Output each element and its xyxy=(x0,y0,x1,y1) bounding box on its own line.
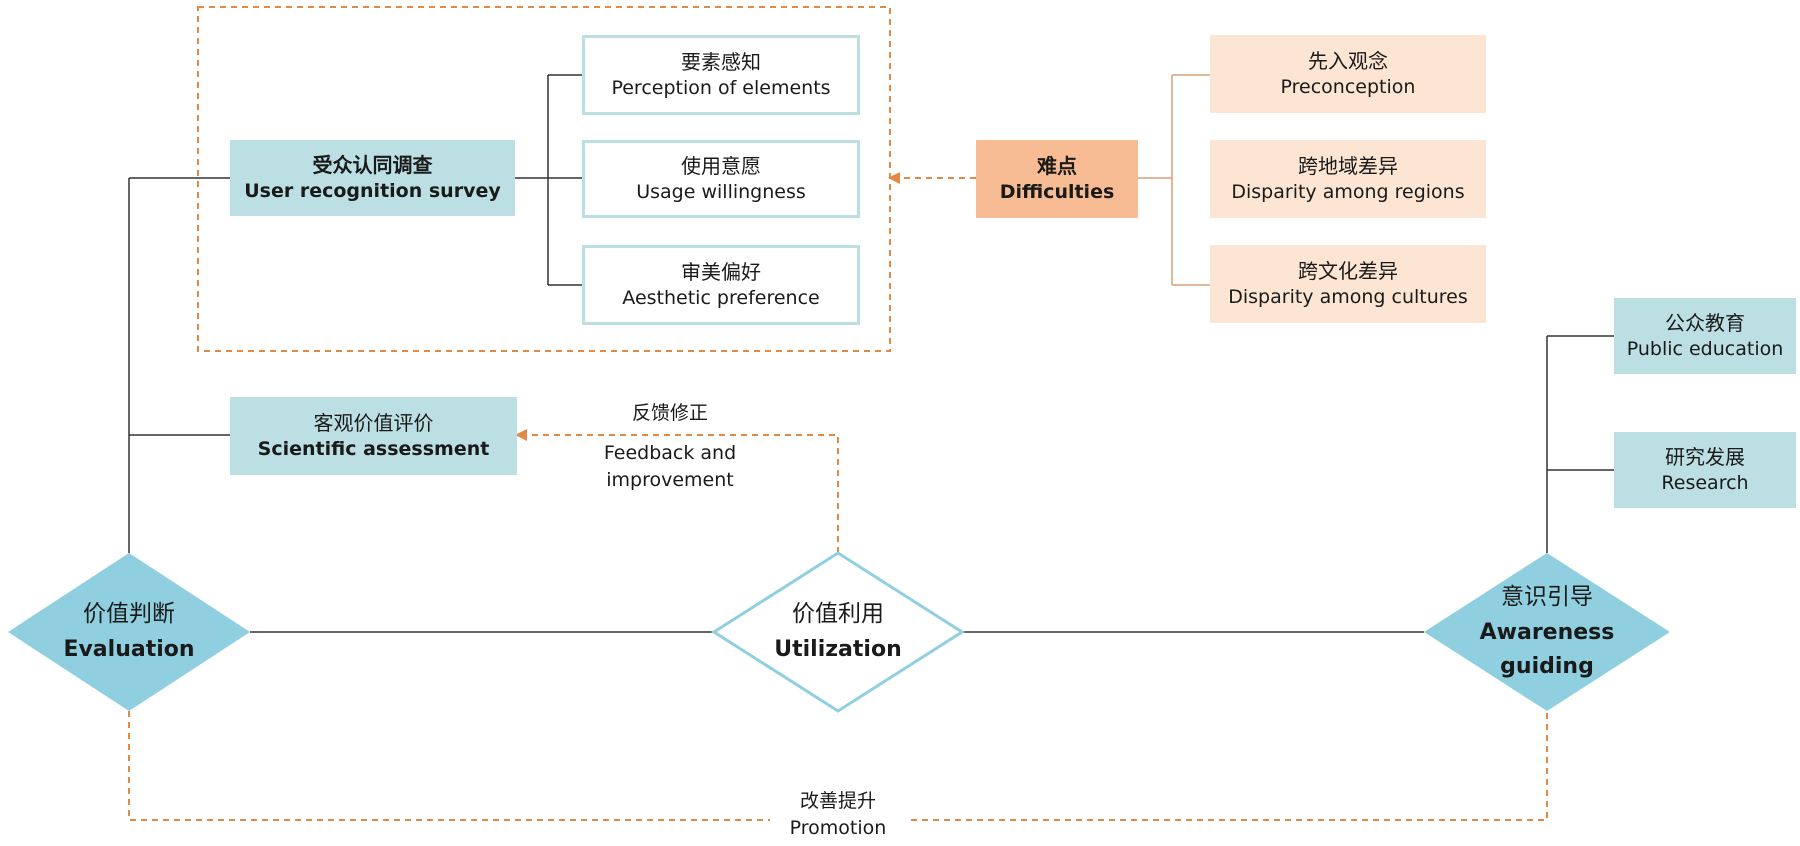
difficulties-title-en: Difficulties xyxy=(999,180,1115,203)
difficulty-item-en: Disparity among cultures xyxy=(1228,285,1468,308)
utilization-zh: 价值利用 xyxy=(792,601,884,628)
survey-item-en: Aesthetic preference xyxy=(622,286,820,309)
awareness-label: 意识引导 Awareness guiding xyxy=(1457,578,1637,686)
survey-item-zh: 要素感知 xyxy=(681,49,761,74)
survey-item-perception: 要素感知 Perception of elements xyxy=(582,35,860,115)
awareness-diamond xyxy=(1424,553,1670,711)
utilization-label: 价值利用 Utilization xyxy=(748,590,928,674)
difficulty-item-cultures: 跨文化差异 Disparity among cultures xyxy=(1210,245,1486,323)
arrow-feedback xyxy=(515,429,839,553)
survey-title-zh: 受众认同调查 xyxy=(312,152,433,177)
utilization-diamond xyxy=(711,551,965,713)
difficulty-item-regions: 跨地域差异 Disparity among regions xyxy=(1210,140,1486,218)
awareness-item-zh: 研究发展 xyxy=(1665,444,1745,469)
survey-item-en: Usage willingness xyxy=(636,180,806,203)
difficulty-item-en: Disparity among regions xyxy=(1231,180,1465,203)
awareness-en-line1: Awareness xyxy=(1479,619,1615,645)
difficulty-item-zh: 跨文化差异 xyxy=(1298,258,1398,283)
difficulty-item-zh: 先入观念 xyxy=(1308,48,1388,73)
difficulties-title-zh: 难点 xyxy=(1037,153,1077,178)
feedback-label-en-line1: Feedback and xyxy=(603,442,737,464)
promotion-zh: 改善提升 xyxy=(799,790,876,812)
difficulty-item-preconception: 先入观念 Preconception xyxy=(1210,35,1486,113)
evaluation-label: 价值判断 Evaluation xyxy=(40,590,218,674)
awareness-item-zh: 公众教育 xyxy=(1665,310,1745,335)
survey-item-willingness: 使用意愿 Usage willingness xyxy=(582,140,860,218)
survey-item-zh: 使用意愿 xyxy=(681,153,761,178)
survey-item-en: Perception of elements xyxy=(611,76,831,99)
awareness-item-en: Research xyxy=(1661,471,1749,494)
awareness-en-line2: guiding xyxy=(1500,653,1594,679)
evaluation-zh: 价值判断 xyxy=(83,601,175,628)
promotion-label: 改善提升 Promotion xyxy=(770,788,906,842)
awareness-item-public-education: 公众教育 Public education xyxy=(1614,298,1796,374)
feedback-label-zh-wrap: 反馈修正 xyxy=(585,400,755,427)
assessment-zh: 客观价值评价 xyxy=(313,410,434,435)
survey-box: 受众认同调查 User recognition survey xyxy=(230,140,515,216)
survey-item-zh: 审美偏好 xyxy=(681,259,761,284)
feedback-label-zh: 反馈修正 xyxy=(631,402,708,424)
assessment-en: Scientific assessment xyxy=(257,437,490,460)
assessment-box: 客观价值评价 Scientific assessment xyxy=(230,397,517,475)
survey-item-aesthetic: 审美偏好 Aesthetic preference xyxy=(582,245,860,325)
awareness-zh: 意识引导 xyxy=(1501,584,1593,611)
awareness-item-research: 研究发展 Research xyxy=(1614,432,1796,508)
evaluation-en: Evaluation xyxy=(63,636,195,662)
feedback-label-en-wrap: Feedback and improvement xyxy=(585,440,755,494)
difficulty-item-zh: 跨地域差异 xyxy=(1298,153,1398,178)
evaluation-diamond xyxy=(8,553,250,711)
feedback-label-en-line2: improvement xyxy=(606,468,734,491)
difficulties-box: 难点 Difficulties xyxy=(976,140,1138,218)
utilization-en: Utilization xyxy=(774,636,902,662)
survey-title-en: User recognition survey xyxy=(244,179,501,202)
awareness-item-en: Public education xyxy=(1626,337,1784,360)
difficulty-item-en: Preconception xyxy=(1280,75,1416,98)
promotion-en: Promotion xyxy=(789,816,887,839)
